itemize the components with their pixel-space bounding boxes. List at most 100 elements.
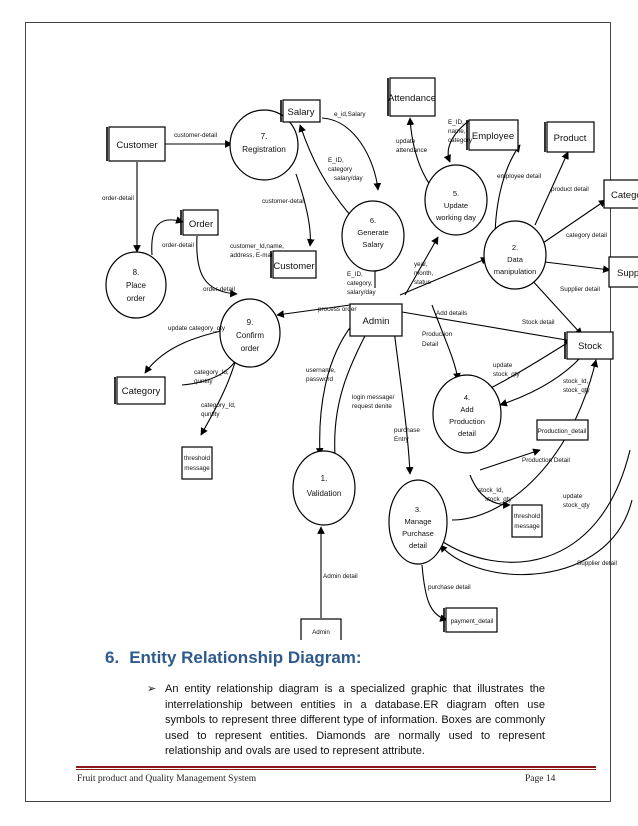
entity-admin-bottom bbox=[300, 618, 342, 640]
flow-e-id-name-category-2: name, bbox=[448, 128, 466, 135]
entity-employee bbox=[468, 119, 519, 151]
entity-order bbox=[182, 209, 219, 236]
entity-customer-mid bbox=[272, 250, 317, 279]
flow-category-detail: category detail bbox=[566, 232, 607, 239]
entity-payment-detail bbox=[445, 607, 498, 633]
flow-admin-e-id-2: category, bbox=[347, 280, 373, 287]
label-validation-2: Validation bbox=[307, 489, 342, 498]
flow-customer-detail-top: customer-detail bbox=[174, 132, 217, 139]
flow-e-id-name-category-1: E_ID, bbox=[448, 119, 464, 126]
flow-order-detail-b: order-detail bbox=[203, 286, 235, 293]
flow-add-details: Add details bbox=[436, 310, 467, 317]
entity-customer-top bbox=[108, 126, 166, 162]
flow-production-detail-label: Production Detail bbox=[522, 457, 570, 464]
flow-stock-id-qty-b-1: stock_Id, bbox=[478, 487, 503, 494]
label-update-working-day-3: working day bbox=[435, 213, 476, 222]
flow-process-order: process order bbox=[318, 306, 357, 313]
label-registration-1: 7. bbox=[261, 132, 268, 141]
label-generate-salary-1: 6. bbox=[370, 216, 376, 225]
flow-order-detail-left: order-detail bbox=[102, 195, 134, 202]
label-threshold-left-1: threshold bbox=[184, 455, 210, 462]
flow-update-attendance-2: attendance bbox=[396, 147, 428, 154]
label-threshold-right-1: threshold bbox=[514, 513, 540, 520]
label-category-left: Category bbox=[122, 386, 161, 397]
bullet-paragraph: ➢ An entity relationship diagram is a sp… bbox=[147, 682, 545, 760]
label-supplier: Supplier bbox=[617, 268, 638, 279]
flow-update-stock-qty-a-1: update bbox=[493, 362, 513, 369]
flow-stock-id-qty-a-2: stock_qty bbox=[563, 387, 590, 394]
label-data-manipulation-2: Data bbox=[507, 255, 524, 264]
entity-threshold-right bbox=[511, 504, 543, 538]
label-threshold-right-2: message bbox=[514, 523, 540, 530]
flow-update-stock-qty-b-1: update bbox=[563, 493, 583, 500]
flow-customer-detail-mid: customer-detail bbox=[262, 198, 305, 205]
label-attendance: Attendance bbox=[388, 93, 436, 104]
flow-e-id-category-2: category bbox=[328, 166, 353, 173]
label-generate-salary-3: Salary bbox=[362, 240, 384, 249]
label-category-right: Category bbox=[611, 190, 638, 201]
label-admin-main: Admin bbox=[363, 316, 390, 327]
label-manage-purchase-2: Manage bbox=[404, 517, 431, 526]
flow-supplier-detail-bottom: Supplier detail bbox=[577, 560, 617, 567]
label-validation-1: 1. bbox=[321, 474, 328, 483]
label-add-production-2: Add bbox=[460, 405, 473, 414]
label-confirm-order-2: Confirm bbox=[236, 331, 264, 340]
entity-supplier bbox=[608, 256, 638, 288]
flow-login-message-1: login message/ bbox=[352, 394, 395, 401]
label-update-working-day-1: 5. bbox=[453, 189, 459, 198]
flow-category-id-qty-a-2: quntity bbox=[194, 378, 213, 385]
label-manage-purchase-4: detail bbox=[409, 541, 427, 550]
label-payment-detail: payment_detail bbox=[451, 618, 494, 625]
flow-update-attendance-1: update bbox=[396, 138, 416, 145]
label-add-production-4: detail bbox=[458, 429, 476, 438]
entity-stock bbox=[566, 331, 614, 360]
flow-e-id-category-1: E_ID, bbox=[328, 157, 344, 164]
flow-category-id-qty-b-2: quntity bbox=[201, 411, 220, 418]
process-manage-purchase bbox=[388, 479, 448, 565]
label-production-detail: Production_detail bbox=[538, 428, 587, 435]
label-generate-salary-2: Generate bbox=[357, 228, 388, 237]
flow-stock-id-qty-b-2: stock_qty bbox=[485, 496, 512, 503]
flow-update-category-qty: update category_qty bbox=[168, 325, 226, 332]
section-heading: 6.Entity Relationship Diagram: bbox=[105, 648, 362, 668]
process-generate-salary bbox=[341, 200, 405, 272]
label-customer-mid: Customer bbox=[273, 261, 314, 272]
flow-customer-id-1: customer_Id,name, bbox=[230, 243, 284, 250]
entity-attendance bbox=[389, 77, 436, 117]
label-stock: Stock bbox=[578, 341, 602, 352]
flow-login-message-2: request denite bbox=[352, 403, 392, 410]
label-salary: Salary bbox=[288, 107, 315, 118]
flow-product-detail: product detail bbox=[551, 186, 589, 193]
flow-year-month-status-1: year, bbox=[414, 261, 428, 268]
label-manage-purchase-3: Purchase bbox=[402, 529, 434, 538]
flow-purchase-entry-1: purchase bbox=[394, 427, 420, 434]
label-data-manipulation-1: 2. bbox=[512, 243, 518, 252]
label-admin-bottom: Admin bbox=[312, 629, 330, 636]
label-data-manipulation-3: manipulation bbox=[494, 267, 537, 276]
flow-production-detail-1: Production bbox=[422, 331, 453, 338]
flow-order-detail-a: order-detail bbox=[162, 242, 194, 249]
label-confirm-order-1: 9. bbox=[247, 318, 254, 327]
entity-admin-main bbox=[349, 303, 403, 337]
label-manage-purchase-1: 3. bbox=[415, 505, 421, 514]
process-place-order bbox=[105, 251, 167, 319]
label-threshold-left-2: message bbox=[184, 465, 210, 472]
flow-supplier-detail-top: Supplier detail bbox=[560, 286, 600, 293]
process-add-production bbox=[432, 374, 502, 454]
flow-update-stock-qty-b-2: stock_qty bbox=[563, 502, 590, 509]
label-confirm-order-3: order bbox=[241, 344, 260, 353]
flow-e-id-salary: e_id,Salary bbox=[334, 111, 366, 118]
process-registration bbox=[229, 109, 299, 181]
label-product: Product bbox=[554, 133, 587, 144]
process-confirm-order bbox=[219, 298, 281, 368]
process-data-manipulation bbox=[483, 220, 547, 290]
entity-category-left bbox=[116, 376, 166, 405]
process-update-working-day bbox=[424, 164, 488, 236]
page-border bbox=[25, 22, 611, 802]
flow-employee-detail: employee detail bbox=[497, 173, 541, 180]
label-place-order-3: order bbox=[127, 294, 146, 303]
flow-stock-detail: Stock detail bbox=[522, 319, 555, 326]
footer-title: Fruit product and Quality Management Sys… bbox=[77, 774, 257, 784]
flow-admin-e-id-3: salary/day bbox=[347, 289, 377, 296]
process-validation bbox=[292, 450, 356, 526]
